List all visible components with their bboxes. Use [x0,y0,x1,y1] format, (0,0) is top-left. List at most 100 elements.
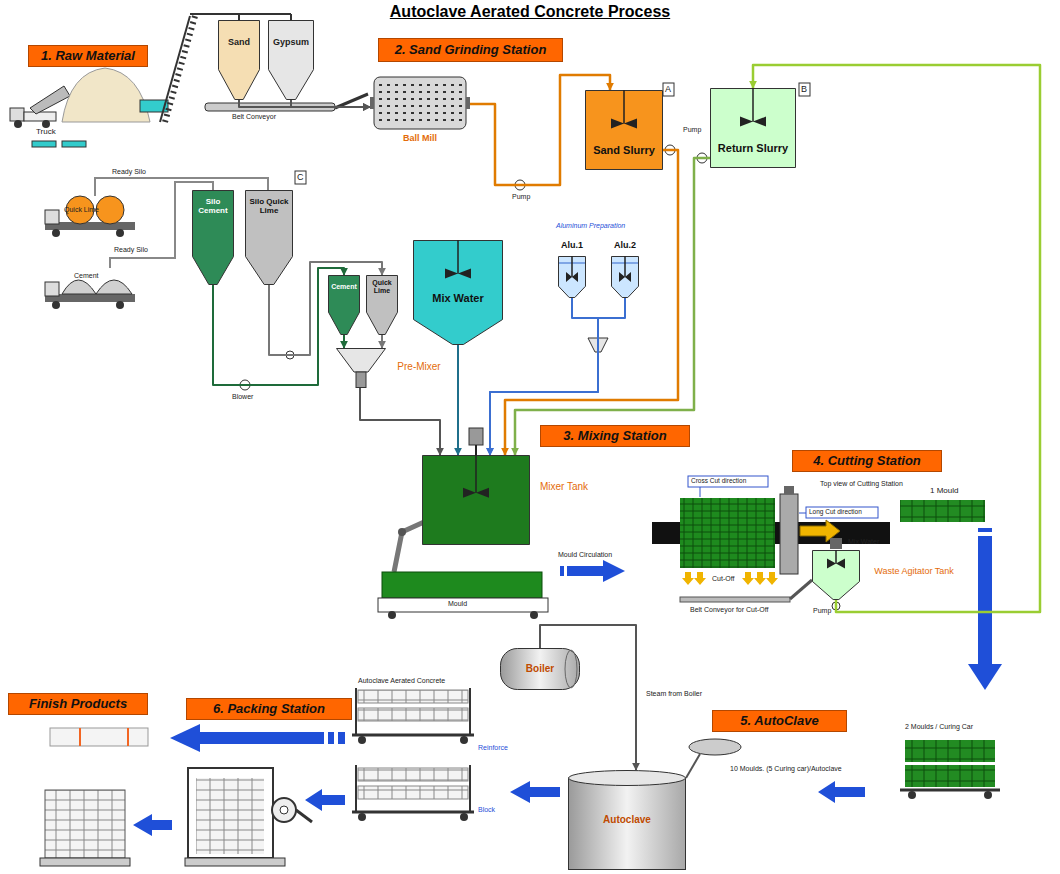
station-label-shape [793,451,942,472]
water-tank: Mix Water [413,240,503,345]
aluminium-tank: Alu.2 [605,240,645,298]
autoclave: Autoclave [568,770,686,870]
flow-line [360,388,440,455]
flow-line [269,262,382,355]
aluminium-tank-shape [612,257,639,298]
silo-trucks [62,280,132,294]
block-rack [358,708,468,721]
mould-car [378,598,548,612]
tag-box [295,83,810,184]
hopper-shape [218,20,260,100]
sand-pile [62,68,168,122]
pallet-stack [40,858,130,866]
node-text: 5. AutoClave [740,714,818,729]
flow-arrow [200,732,324,744]
cutting-station [680,498,775,568]
ball-mill-shape [370,97,374,109]
waste-tank: Waste Agitator Tank [812,550,964,600]
station-label: 3. Mixing Station [540,425,690,447]
block-rack [469,688,471,735]
boiler-shape [565,650,577,688]
aluminium-tank-shape [559,257,586,298]
hopper-shape [269,21,314,100]
edge-label: Steam from Boiler [644,690,704,698]
node-text: Mixer Tank [534,481,594,492]
node-text: Finish Products [29,697,127,712]
mould-circulation-arrow [560,560,625,582]
cut-off-arrows [742,572,754,585]
block-rack [355,765,357,812]
ball-mill-shape [378,81,462,125]
block-rack [469,765,471,812]
dump-truck [62,141,86,147]
mixer-tank-shape [422,455,530,545]
finished-block [50,728,148,746]
block-rack [358,736,366,744]
station-label-shape [379,39,563,62]
mould-car [398,528,406,536]
station-label: Finish Products [8,693,148,715]
callout-label: Mould [448,600,467,608]
mixer-tank-shape [475,455,477,493]
callout-label: Belt Conveyor for Cut-Off [690,606,768,614]
callout-label: C [297,172,304,182]
packing-machine [185,768,312,866]
pallet-stack [45,790,125,858]
node-text: Autoclave [603,814,651,826]
waste-tank-shape [827,558,845,568]
node-text: Pre-Mixer [392,361,446,372]
cut-off-arrows [790,580,812,599]
callout-label: Blower [232,393,253,401]
flow-arrow [328,732,334,744]
curing-car [905,765,995,787]
aluminium-tank-shape [571,256,573,277]
silo-trucks [45,282,59,296]
hopper: Gypsum [268,20,314,100]
flow-arrow [978,536,992,664]
node-text: 4. Cutting Station [813,454,921,469]
hopper: Quick Lime [366,275,398,335]
station-label: 2. Sand Grinding Station [378,38,563,62]
cut-off-arrows [766,572,778,585]
flow-line [343,335,345,348]
silo-trucks [52,301,60,309]
silo: Silo Cement [192,190,234,285]
bucket-elevator [165,16,195,122]
silo-trucks [45,178,268,309]
autoclave-shape [569,778,686,870]
aluminium-tank-shape [624,256,626,277]
ball-mill: Ball Mill [370,75,470,147]
station-label-shape [29,46,148,67]
pump-symbol [240,145,840,610]
node-text: Silo Cement [192,198,234,216]
pre-mixer-shape [337,349,386,373]
cutting-station [700,487,701,497]
callout-label: Quick Lime [64,206,99,214]
node-text: Mix Water [413,292,503,304]
mixer-tank-shape [463,488,489,498]
slurry-tank-shape [710,88,796,168]
cutting-station [780,494,798,574]
block-rack [355,688,357,735]
mixer-motor [469,428,483,456]
flow-arrow [338,732,345,744]
cut-off-arrows [694,572,706,585]
block-rack [358,690,468,703]
slurry-tank-shape [611,119,637,129]
callout-label: B [801,84,807,94]
hopper-shape [268,20,314,100]
pallet-stack [40,790,130,866]
water-tank-shape [414,241,503,345]
cutting-station [799,513,806,514]
pre-mixer-shape [356,372,366,388]
callout-label: Pump [683,126,701,134]
belt-conveyor [335,94,368,108]
pre-mixer-shape [336,348,386,388]
callout-label: 2 Moulds / Curing Car [905,723,973,731]
cutting-station [900,500,985,522]
water-tank-shape [445,269,471,279]
curing-car [900,789,1000,792]
node-text: 6. Packing Station [213,702,325,717]
block-rack [358,768,468,781]
